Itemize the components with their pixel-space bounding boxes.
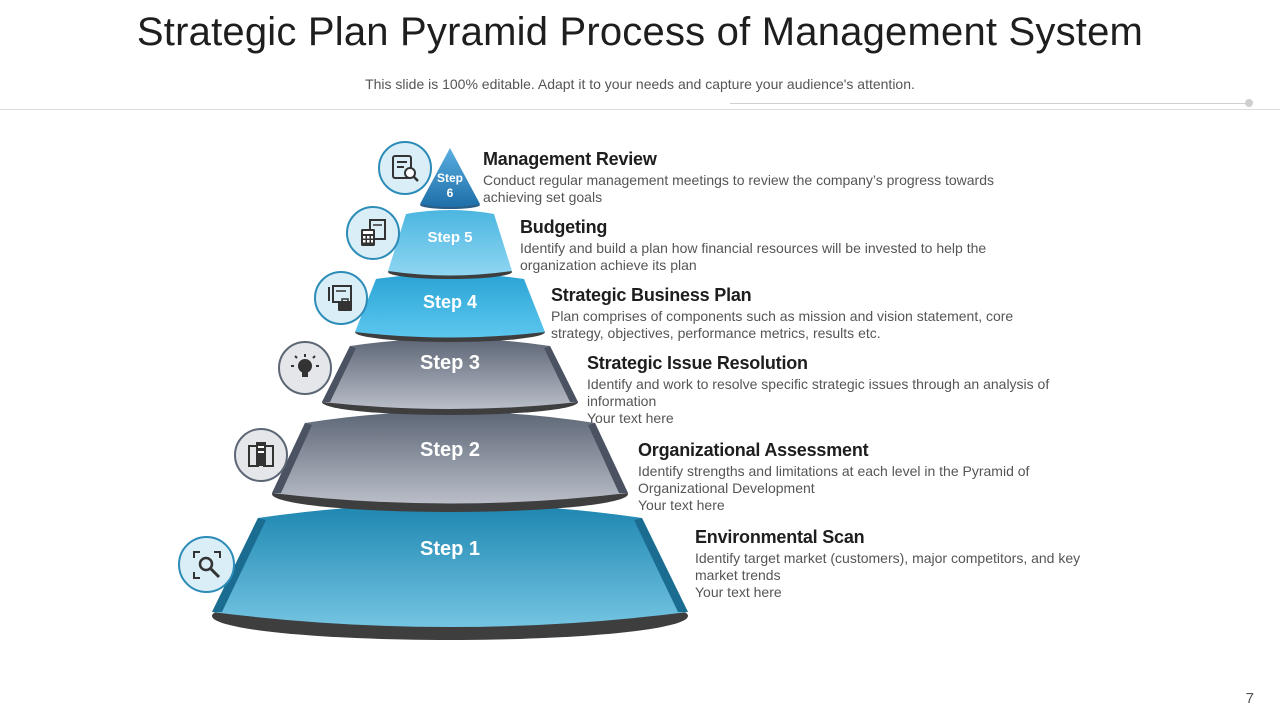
- decorative-line: [730, 103, 1250, 104]
- step-5-description: Budgeting Identify and build a plan how …: [520, 217, 1040, 274]
- step-5-title: Budgeting: [520, 217, 608, 237]
- org-documents-icon: [248, 442, 274, 467]
- pyramid-tier-step-1: [212, 504, 688, 640]
- review-report-icon: [392, 155, 419, 182]
- step-1-extra: Your text here: [695, 584, 782, 600]
- step-2-text: Identify strengths and limitations at ea…: [638, 463, 1030, 496]
- pyramid-tier-step-2: [272, 411, 628, 512]
- step-6-label: Step 6: [436, 171, 463, 200]
- step-1-description: Environmental Scan Identify target marke…: [695, 527, 1085, 601]
- step-5-icon-circle: [346, 206, 400, 260]
- step-2-title: Organizational Assessment: [638, 440, 869, 460]
- decorative-dot: [1245, 99, 1253, 107]
- calculator-icon: [361, 219, 386, 246]
- pyramid-tier-step-3: [322, 338, 578, 415]
- step-6-text: Conduct regular management meetings to r…: [483, 172, 994, 205]
- step-1-title: Environmental Scan: [695, 527, 865, 547]
- step-6-icon-circle: [378, 141, 432, 195]
- step-1-label: Step 1: [419, 538, 481, 560]
- step-3-label: Step 3: [419, 352, 481, 374]
- step-1-icon-circle: [178, 536, 235, 593]
- step-2-extra: Your text here: [638, 497, 725, 513]
- step-2-label: Step 2: [419, 439, 481, 461]
- step-4-label: Step 4: [422, 292, 478, 312]
- step-6-description: Management Review Conduct regular manage…: [483, 149, 1043, 206]
- step-3-icon-circle: [278, 341, 332, 395]
- step-4-description: Strategic Business Plan Plan comprises o…: [551, 285, 1051, 342]
- step-1-text: Identify target market (customers), majo…: [695, 550, 1081, 583]
- step-5-text: Identify and build a plan how financial …: [520, 240, 987, 273]
- step-5-label: Step 5: [427, 229, 473, 246]
- step-3-description: Strategic Issue Resolution Identify and …: [587, 353, 1067, 427]
- step-3-text: Identify and work to resolve specific st…: [587, 376, 1050, 409]
- step-4-icon-circle: [314, 271, 368, 325]
- pyramid-tier-step-6: [420, 148, 480, 209]
- lightbulb-icon: [291, 354, 319, 377]
- step-3-title: Strategic Issue Resolution: [587, 353, 808, 373]
- step-3-extra: Your text here: [587, 410, 674, 426]
- page-subtitle: This slide is 100% editable. Adapt it to…: [365, 76, 915, 92]
- briefcase-plan-icon: [328, 285, 352, 311]
- page-number: 7: [1245, 690, 1254, 707]
- pyramid-tier-step-5: [388, 210, 512, 279]
- pyramid-tier-step-4: [355, 273, 545, 342]
- step-4-title: Strategic Business Plan: [551, 285, 752, 305]
- step-6-title: Management Review: [483, 149, 657, 169]
- step-4-text: Plan comprises of components such as mis…: [551, 308, 1014, 341]
- header-divider: [0, 109, 1280, 110]
- step-2-icon-circle: [234, 428, 288, 482]
- step-2-description: Organizational Assessment Identify stren…: [638, 440, 1068, 514]
- magnifier-scan-icon: [192, 550, 221, 579]
- page-title: Strategic Plan Pyramid Process of Manage…: [136, 10, 1144, 54]
